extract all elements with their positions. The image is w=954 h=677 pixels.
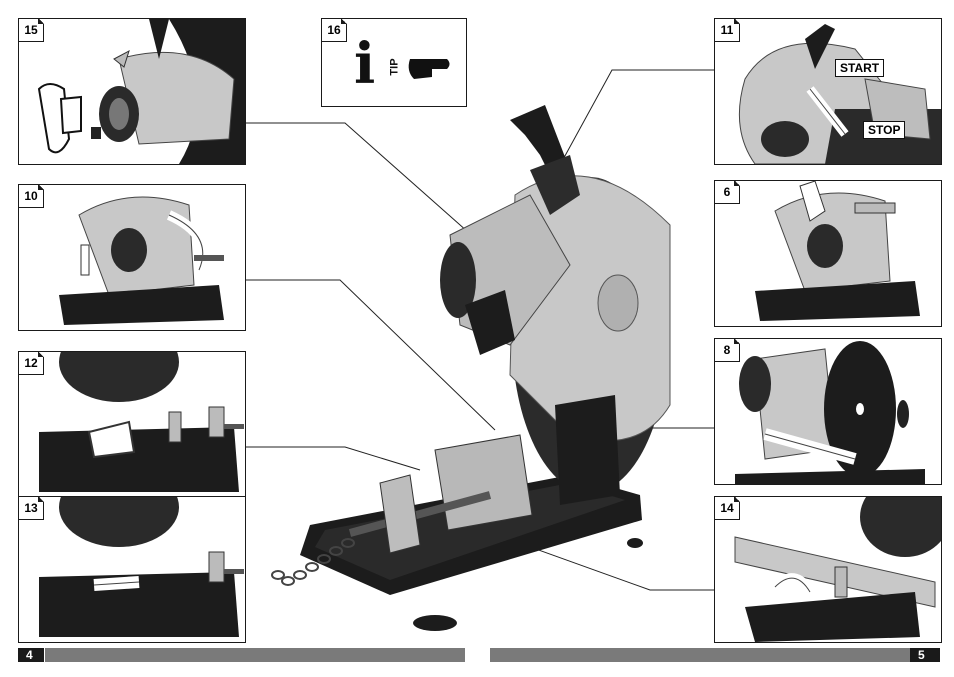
panel-number: 10 [18,184,44,208]
vise-open-illustration [19,352,245,497]
carry-handle-illustration [715,181,941,326]
cut-off-saw-illustration [270,75,680,635]
panel-number: 14 [714,496,740,520]
panel-number: 6 [714,180,740,204]
figure-panel-14: 14 [714,496,942,643]
figure-panel-16: 16 i TIP [321,18,467,107]
stop-label: STOP [863,121,905,139]
panel-number: 11 [714,18,740,42]
panel-number: 15 [18,18,44,42]
figure-panel-15: 15 [18,18,246,165]
lock-pin-illustration [19,185,245,330]
footer-bar-right [490,648,910,662]
panel-number: 16 [321,18,347,42]
figure-panel-11: 11 START STOP [714,18,942,165]
workpiece-clamp-illustration [715,497,941,642]
motor-brush-illustration [19,19,245,164]
page-number-right: 5 [910,648,940,662]
panel-number: 13 [18,496,44,520]
vise-slide-illustration [19,497,245,642]
blade-change-illustration [715,339,941,484]
figure-panel-8: 8 [714,338,942,485]
page-number-left: 4 [18,648,44,662]
panel-number: 12 [18,351,44,375]
figure-panel-6: 6 [714,180,942,327]
figure-panel-12: 12 [18,351,246,498]
footer-bar-left [45,648,465,662]
figure-panel-13: 13 [18,496,246,643]
power-switch-illustration [715,19,941,164]
figure-panel-10: 10 [18,184,246,331]
panel-number: 8 [714,338,740,362]
start-label: START [835,59,884,77]
